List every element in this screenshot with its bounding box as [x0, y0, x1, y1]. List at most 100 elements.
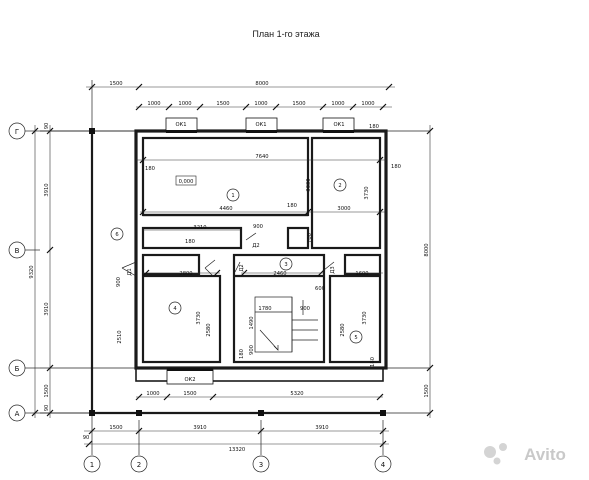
svg-text:3210: 3210 — [193, 225, 206, 231]
right-dimensions: 8000 1500 — [424, 125, 434, 418]
door-d1: Д1 — [121, 261, 137, 277]
svg-text:3030: 3030 — [306, 178, 312, 191]
svg-text:3730: 3730 — [362, 311, 368, 324]
svg-text:3910: 3910 — [44, 302, 50, 315]
door-swing-4 — [204, 259, 216, 277]
svg-text:Д3: Д3 — [330, 266, 336, 273]
svg-text:ОК2: ОК2 — [184, 377, 195, 383]
svg-text:2580: 2580 — [206, 323, 212, 336]
svg-text:180: 180 — [239, 349, 245, 359]
svg-text:3000: 3000 — [337, 206, 350, 212]
axis-bubble-1: 1 — [83, 455, 101, 473]
svg-text:900: 900 — [116, 277, 122, 287]
svg-text:700: 700 — [307, 233, 313, 243]
svg-text:1000: 1000 — [331, 101, 344, 107]
svg-text:3910: 3910 — [44, 183, 50, 196]
svg-text:Д1: Д1 — [127, 268, 133, 275]
bottom-dimensions: 1500 3910 3910 90 13320 — [83, 425, 389, 453]
door-d2: Д2 Д2 — [234, 232, 260, 273]
door-d3: Д3 — [323, 261, 336, 274]
svg-text:2580: 2580 — [340, 323, 346, 336]
axis-bubble-b: Б — [8, 359, 26, 377]
svg-text:5320: 5320 — [290, 391, 303, 397]
svg-text:3730: 3730 — [196, 311, 202, 324]
svg-text:1500: 1500 — [292, 101, 305, 107]
room-6-label: 6 — [110, 227, 124, 241]
stair — [254, 296, 318, 353]
room-5-label: 5 — [349, 330, 363, 344]
svg-text:600: 600 — [315, 286, 325, 292]
svg-text:90: 90 — [44, 123, 50, 130]
top-dimensions: 1500 8000 1000 1000 1500 1000 1500 1000 … — [86, 81, 395, 111]
window-ok2: ОК2 — [166, 368, 214, 385]
room-3-label: 3 — [279, 257, 293, 271]
svg-text:ОК1: ОК1 — [255, 122, 266, 128]
svg-text:1500: 1500 — [424, 384, 430, 397]
svg-text:1: 1 — [231, 193, 234, 199]
svg-text:1000: 1000 — [254, 101, 267, 107]
svg-text:2: 2 — [338, 183, 341, 189]
axis-bubble-4: 4 — [374, 455, 392, 473]
svg-text:1000: 1000 — [146, 391, 159, 397]
svg-text:6: 6 — [115, 232, 118, 238]
axis-bubble-g: Г — [8, 122, 26, 140]
axis-bubble-a: А — [8, 404, 26, 422]
axis-bubble-3: 3 — [252, 455, 270, 473]
plan-title: План 1-го этажа — [252, 29, 319, 39]
room-4-label: 4 — [168, 301, 182, 315]
window-ok1-1: ОК1 — [165, 117, 198, 133]
axis-bubble-v: В — [8, 241, 26, 259]
svg-text:180: 180 — [287, 203, 297, 209]
watermark: Avito — [484, 443, 566, 465]
svg-text:1: 1 — [90, 461, 94, 469]
svg-text:900: 900 — [300, 306, 310, 312]
window-ok1-2: ОК1 — [245, 117, 278, 133]
svg-text:1500: 1500 — [44, 384, 50, 397]
svg-text:1000: 1000 — [178, 101, 191, 107]
svg-text:1000: 1000 — [147, 101, 160, 107]
svg-text:А: А — [15, 410, 20, 418]
svg-text:13320: 13320 — [229, 447, 246, 453]
svg-text:180: 180 — [369, 124, 379, 130]
svg-text:8000: 8000 — [424, 243, 430, 256]
svg-text:Avito: Avito — [524, 445, 566, 464]
svg-text:В: В — [15, 247, 20, 255]
svg-text:1500: 1500 — [109, 425, 122, 431]
svg-text:ОК1: ОК1 — [175, 122, 186, 128]
room-2-label: 2 — [333, 178, 347, 192]
svg-text:1500: 1500 — [109, 81, 122, 87]
svg-text:3: 3 — [259, 461, 263, 469]
svg-text:900: 900 — [253, 224, 263, 230]
svg-text:9320: 9320 — [29, 265, 35, 278]
svg-text:Б: Б — [15, 365, 20, 373]
svg-text:5: 5 — [354, 335, 357, 341]
svg-text:1500: 1500 — [216, 101, 229, 107]
svg-text:3: 3 — [284, 262, 287, 268]
svg-text:4: 4 — [173, 306, 177, 312]
svg-text:180: 180 — [370, 357, 376, 367]
svg-text:90: 90 — [44, 405, 50, 412]
svg-text:4: 4 — [381, 461, 386, 469]
svg-text:180: 180 — [185, 239, 195, 245]
svg-text:Д2: Д2 — [239, 264, 245, 271]
svg-text:1500: 1500 — [183, 391, 196, 397]
svg-text:1600: 1600 — [355, 271, 368, 277]
svg-text:ОК1: ОК1 — [333, 122, 344, 128]
svg-text:2460: 2460 — [273, 271, 286, 277]
svg-text:3730: 3730 — [364, 186, 370, 199]
svg-text:2800: 2800 — [179, 271, 192, 277]
room-1-label: 1 — [226, 188, 240, 202]
interior-dimensions: 7640 180 180 4460 3000 180 3030 3730 700… — [116, 124, 401, 401]
svg-text:180: 180 — [145, 166, 155, 172]
interior-walls — [141, 136, 382, 364]
svg-text:8000: 8000 — [255, 81, 268, 87]
svg-text:4460: 4460 — [219, 206, 232, 212]
svg-text:3910: 3910 — [193, 425, 206, 431]
left-dimensions: 9320 3910 3910 1500 90 90 — [29, 123, 54, 418]
svg-text:2: 2 — [137, 461, 141, 469]
svg-text:1490: 1490 — [249, 316, 255, 329]
svg-text:180: 180 — [391, 164, 401, 170]
svg-text:2510: 2510 — [117, 330, 123, 343]
